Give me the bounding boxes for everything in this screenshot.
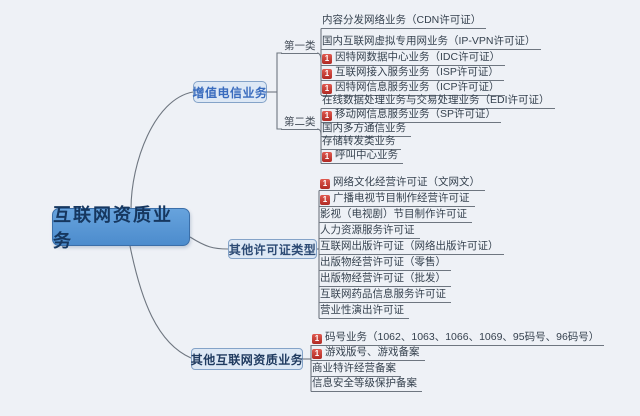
priority-1-icon: 1 bbox=[322, 68, 332, 79]
mindmap-item[interactable]: 在线数据处理业务与交易处理业务（EDI许可证） bbox=[321, 94, 555, 109]
mindmap-item-label: 国内互联网虚拟专用网业务（IP-VPN许可证） bbox=[322, 34, 536, 47]
mindmap-item-label: 营业性演出许可证 bbox=[320, 304, 404, 316]
mindmap-item-label: 商业特许经营备案 bbox=[312, 361, 396, 374]
mindmap-item-label: 网络文化经营许可证（文网文） bbox=[333, 176, 480, 188]
connector-root-to-telecom bbox=[130, 91, 194, 210]
mindmap-item-label: 呼叫中心业务 bbox=[335, 149, 398, 161]
category-label-second-class[interactable]: 第二类 bbox=[281, 116, 319, 130]
mindmap-item[interactable]: 存储转发类业务 bbox=[321, 135, 401, 150]
priority-1-icon: 1 bbox=[320, 179, 330, 189]
mindmap-item-label: 出版物经营许可证（批发） bbox=[320, 272, 446, 284]
mindmap-item[interactable]: 出版物经营许可证（批发） bbox=[319, 272, 451, 287]
mindmap-item[interactable]: 商业特许经营备案 bbox=[311, 362, 401, 377]
mindmap-item[interactable]: 互联网出版许可证（网络出版许可证） bbox=[319, 240, 504, 255]
priority-1-icon: 1 bbox=[312, 349, 322, 359]
mindmap-item[interactable]: 人力资源服务许可证 bbox=[319, 224, 420, 239]
mindmap-item-label: 因特网信息服务业务（ICP许可证） bbox=[335, 80, 500, 93]
priority-1-icon: 1 bbox=[322, 83, 332, 94]
priority-1-icon: 1 bbox=[322, 152, 332, 162]
mindmap-item[interactable]: 信息安全等级保护备案 bbox=[311, 377, 422, 392]
mindmap-item[interactable]: 国内多方通信业务 bbox=[321, 122, 411, 137]
mindmap-item-label: 人力资源服务许可证 bbox=[320, 224, 415, 236]
branch-node-other-internet-business[interactable]: 其他互联网资质业务 bbox=[191, 348, 303, 370]
mindmap-item-label: 因特网数据中心业务（IDC许可证） bbox=[335, 50, 501, 63]
connector-root-to-licenses bbox=[189, 236, 229, 250]
mindmap-item[interactable]: 出版物经营许可证（零售） bbox=[319, 256, 451, 271]
priority-1-icon: 1 bbox=[322, 111, 332, 121]
branch-node-value-added-telecom[interactable]: 增值电信业务 bbox=[193, 81, 267, 103]
mindmap-item[interactable]: 营业性演出许可证 bbox=[319, 304, 409, 319]
mindmap-item-label: 互联网药品信息服务许可证 bbox=[320, 288, 446, 300]
priority-1-icon: 1 bbox=[312, 333, 322, 344]
mindmap-item-label: 码号业务（1062、1063、1066、1069、95码号、96码号） bbox=[325, 330, 600, 343]
branch-node-other-license-types[interactable]: 其他许可证类型 bbox=[228, 239, 317, 259]
mindmap-item-label: 出版物经营许可证（零售） bbox=[320, 256, 446, 268]
mindmap-item[interactable]: 影视（电视剧）节目制作许可证 bbox=[319, 208, 472, 223]
mindmap-item[interactable]: 内容分发网络业务（CDN许可证） bbox=[321, 14, 487, 29]
priority-1-icon: 1 bbox=[322, 53, 332, 64]
connector-root-to-other bbox=[129, 245, 192, 359]
mindmap-item-label: 信息安全等级保护备案 bbox=[312, 377, 417, 389]
mindmap-item-label: 互联网接入服务业务（ISP许可证） bbox=[335, 65, 499, 78]
mindmap-item-label: 国内多方通信业务 bbox=[322, 121, 406, 134]
mindmap-item-label: 存储转发类业务 bbox=[322, 134, 396, 147]
mindmap-item-label: 内容分发网络业务（CDN许可证） bbox=[322, 14, 482, 26]
bracket-telecom-categories bbox=[276, 52, 282, 130]
mindmap-item-label: 游戏版号、游戏备案 bbox=[325, 346, 420, 358]
mindmap-item-label: 在线数据处理业务与交易处理业务（EDI许可证） bbox=[322, 94, 550, 106]
mindmap-item-label: 影视（电视剧）节目制作许可证 bbox=[320, 208, 467, 220]
category-label-first-class[interactable]: 第一类 bbox=[281, 40, 319, 54]
priority-1-icon: 1 bbox=[320, 195, 330, 205]
mindmap-item-label: 互联网出版许可证（网络出版许可证） bbox=[320, 240, 499, 252]
mindmap-item-label: 广播电视节目制作经营许可证 bbox=[333, 192, 470, 204]
mindmap-item-label: 移动网信息服务业务（SP许可证） bbox=[335, 108, 497, 120]
mindmap-item[interactable]: 国内互联网虚拟专用网业务（IP-VPN许可证） bbox=[321, 35, 541, 50]
mindmap-item[interactable]: 互联网药品信息服务许可证 bbox=[319, 288, 451, 303]
root-node-internet-qualification[interactable]: 互联网资质业务 bbox=[52, 205, 190, 251]
